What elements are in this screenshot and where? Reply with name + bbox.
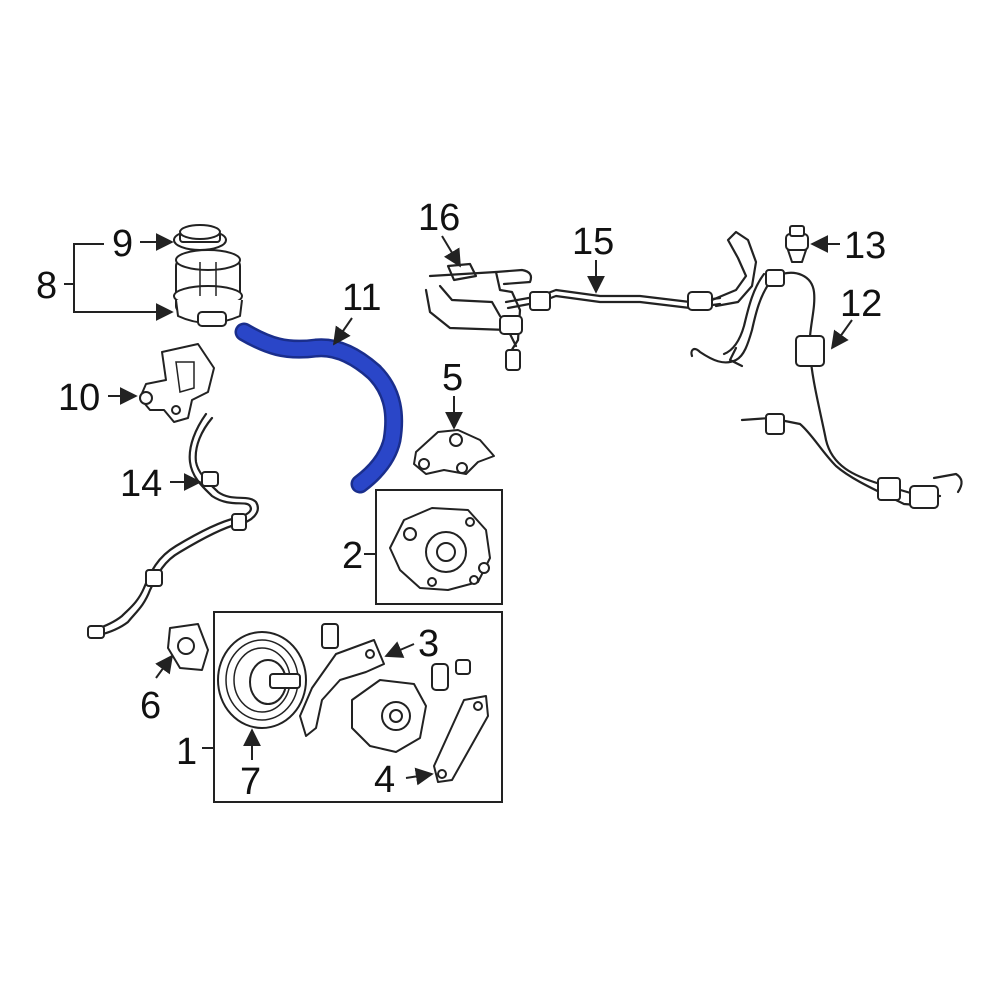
callout-10: 10 [58, 377, 100, 419]
pump-assembly-box-part-1 [213, 611, 503, 803]
pump-bracket-part-5 [413, 429, 495, 475]
callout-7: 7 [240, 761, 261, 803]
gasket-box-part-2 [375, 489, 503, 605]
pump-body-part-1 [321, 623, 471, 753]
pressure-hose-part-12 [690, 269, 963, 509]
callout-12: 12 [840, 283, 882, 325]
pressure-tube-part-15 [504, 230, 758, 311]
callout-5: 5 [442, 357, 463, 399]
reservoir-part-8 [173, 249, 243, 327]
leader-lines [64, 233, 853, 786]
callout-13: 13 [844, 225, 886, 267]
callout-16: 16 [418, 197, 460, 239]
pressure-switch-part-13 [785, 225, 809, 263]
cover-gasket-part-2 [389, 507, 491, 591]
hose-11-fill [237, 325, 401, 491]
callout-1: 1 [176, 731, 197, 773]
callout-6: 6 [140, 685, 161, 727]
callout-15: 15 [572, 221, 614, 263]
bracket-part-4 [433, 695, 489, 783]
callout-9: 9 [112, 223, 133, 265]
pulley-part-7 [217, 631, 307, 729]
callout-labels: 9 8 10 14 11 16 15 13 12 5 2 6 3 1 7 4 [36, 197, 886, 803]
callout-8: 8 [36, 265, 57, 307]
gasket-part-6 [167, 623, 209, 671]
bracket-part-3 [299, 639, 385, 737]
pipe-part-14 [87, 412, 259, 639]
line-bracket-part-16 [424, 262, 533, 371]
callout-3: 3 [418, 623, 439, 665]
callout-14: 14 [120, 463, 162, 505]
reservoir-cap-part-9 [173, 224, 227, 251]
return-hose-part-11 [234, 322, 404, 494]
callout-2: 2 [342, 535, 363, 577]
callout-11: 11 [342, 277, 381, 319]
callout-4: 4 [374, 759, 395, 801]
bracket-part-10 [139, 343, 215, 423]
